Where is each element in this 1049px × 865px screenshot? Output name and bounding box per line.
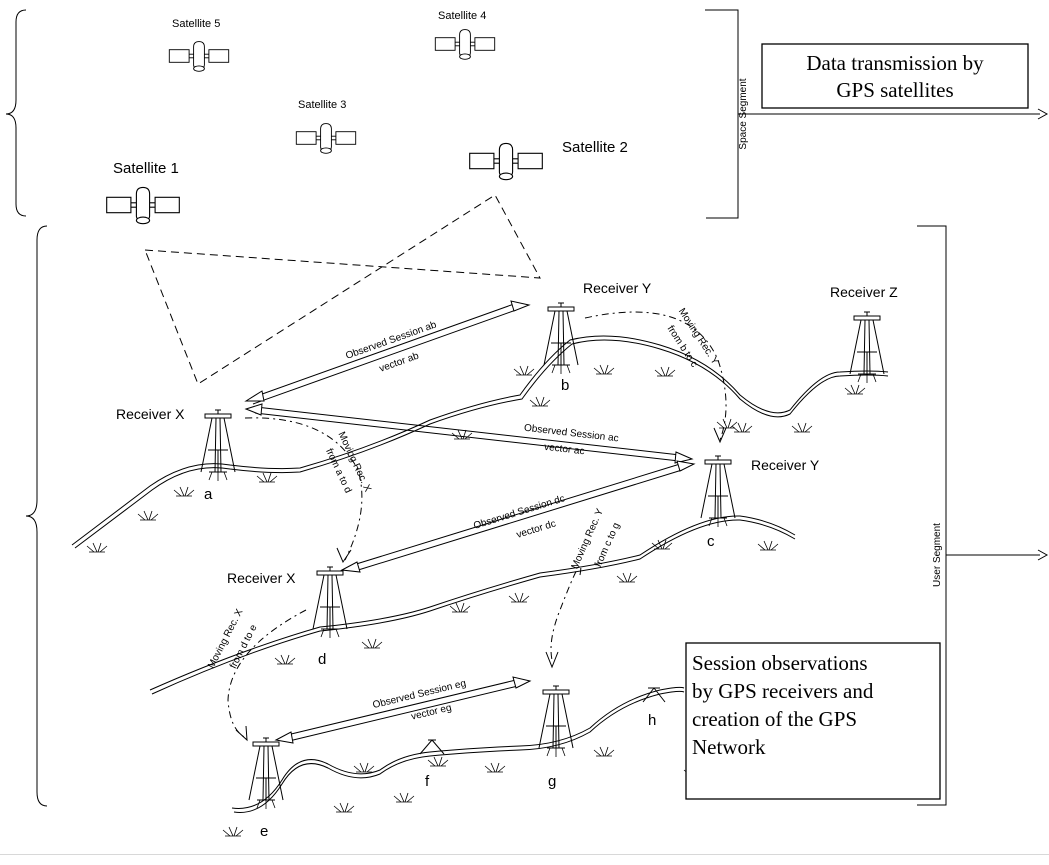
- receiver-x-top-label: Receiver X: [116, 406, 185, 422]
- point-label-d: d: [318, 651, 326, 668]
- user-info-line-2: by GPS receivers and: [692, 679, 874, 703]
- space-info-line-1: Data transmission by: [806, 51, 984, 75]
- satellite-4: Satellite 4: [434, 10, 496, 60]
- point-label-b: b: [561, 377, 569, 394]
- space-bracket: [705, 9, 739, 219]
- receiver-tripod-e: [248, 737, 284, 810]
- session-ac-title: Observed Session ac: [523, 423, 619, 445]
- satellite-2-icon: [469, 142, 543, 181]
- session-ab-title: Observed Session ab: [344, 319, 438, 362]
- satellite-3-label: Satellite 3: [298, 99, 346, 111]
- satellite-4-icon: [434, 29, 496, 60]
- point-marker-f: [419, 739, 445, 755]
- point-label-e: e: [260, 823, 268, 840]
- user-info-line-4: Network: [692, 735, 766, 759]
- satellite-5-icon: [168, 41, 230, 72]
- receiver-y-mid-label: Receiver Y: [751, 457, 820, 473]
- satellite-2-label: Satellite 2: [562, 139, 628, 156]
- receiver-tripod-a: [200, 409, 236, 482]
- user-segment-label: User Segment: [932, 523, 943, 587]
- point-label-c: c: [707, 533, 715, 550]
- space-info-line-2: GPS satellites: [836, 78, 953, 102]
- receiver-tripod-z: [849, 311, 885, 384]
- user-bracket: [917, 225, 947, 806]
- receiver-tripod-g: [538, 685, 574, 758]
- space-brace: [5, 9, 27, 217]
- user-info-line-1: Session observations: [692, 651, 868, 675]
- move-c-to-g: Moving Rec. Y from c to g: [545, 507, 622, 669]
- receiver-tripod-b: [543, 302, 579, 375]
- satellite-3-icon: [295, 123, 357, 154]
- satellite-5-label: Satellite 5: [172, 18, 220, 30]
- user-info-box: [685, 642, 941, 800]
- satellite-1: Satellite 1: [106, 160, 180, 225]
- point-label-h: h: [648, 712, 656, 729]
- move-a-to-d: Moving Rec. X from a to d: [244, 417, 373, 564]
- point-label-f: f: [425, 773, 430, 790]
- point-label-g: g: [548, 773, 556, 790]
- bottom-divider: [0, 854, 1049, 855]
- receiver-z-label: Receiver Z: [830, 284, 898, 300]
- session-eg-title: Observed Session eg: [372, 678, 468, 711]
- session-vector-eg: Observed Session eg vector eg: [274, 676, 532, 744]
- session-eg-vector: vector eg: [410, 702, 453, 722]
- move-d-to-e: Moving Rec. X from d to e: [206, 607, 307, 742]
- session-ab-vector: vector ab: [378, 350, 421, 374]
- signal-triangle: [144, 194, 541, 385]
- receiver-y-top-label: Receiver Y: [583, 280, 652, 296]
- satellite-1-icon: [106, 186, 180, 225]
- user-brace: [25, 225, 48, 807]
- satellite-3: Satellite 3: [295, 99, 357, 154]
- terrain: [71, 335, 889, 813]
- space-segment: Space Segment Satellite 5 Satellite 4 Sa…: [5, 9, 1049, 225]
- space-info-box: [761, 43, 1029, 109]
- session-vector-ab: Observed Session ab vector ab: [244, 300, 531, 405]
- session-dc-vector: vector dc: [515, 518, 557, 541]
- session-vector-dc: Observed Session dc vector dc: [340, 460, 696, 573]
- user-info-line-3: creation of the GPS: [692, 707, 857, 731]
- satellite-4-label: Satellite 4: [438, 10, 486, 22]
- session-vector-ac: Observed Session ac vector ac: [244, 403, 694, 464]
- session-ac-vector: vector ac: [544, 442, 586, 458]
- user-segment: User Segment: [25, 194, 1049, 840]
- receiver-x-mid-label: Receiver X: [227, 570, 296, 586]
- satellite-1-label: Satellite 1: [113, 160, 179, 177]
- satellite-5: Satellite 5: [168, 18, 230, 72]
- point-marker-h: [642, 687, 666, 703]
- satellite-2: Satellite 2: [469, 139, 628, 181]
- point-label-a: a: [204, 486, 213, 503]
